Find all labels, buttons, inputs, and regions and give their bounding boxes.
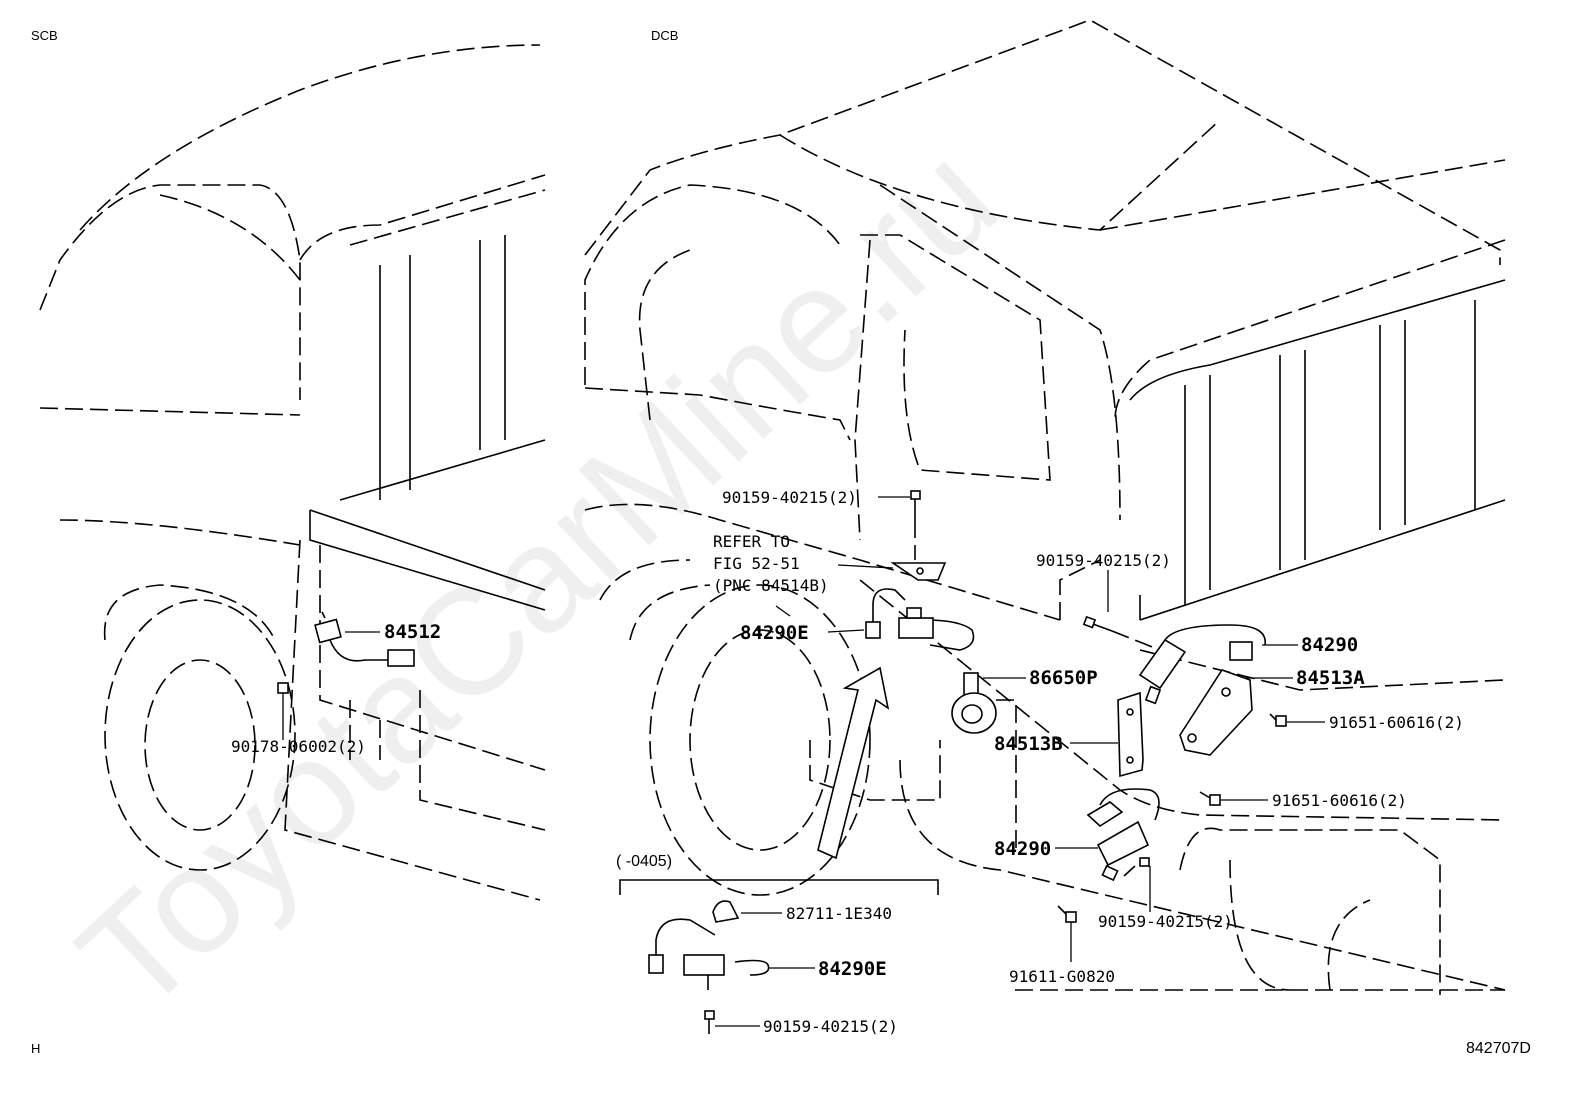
part-84290-upper-sensor — [1138, 624, 1266, 705]
callout-84290e-inset: 84290E — [818, 958, 887, 980]
inset-part-84290e-sensor — [648, 918, 770, 990]
part-90159-bolt-right — [1082, 615, 1161, 651]
callout-84513a: 84513A — [1296, 667, 1365, 689]
part-86650p-horn — [951, 672, 1017, 850]
part-bracket-refer — [890, 562, 947, 581]
callout-84513b: 84513B — [994, 733, 1063, 755]
refer-line-1: REFER TO — [713, 532, 790, 551]
callout-84290-upper: 84290 — [1301, 634, 1358, 656]
part-91651-bolt-b — [1199, 791, 1221, 806]
callout-90159-40215-inset: 90159-40215(2) — [763, 1017, 898, 1036]
direction-arrow — [817, 666, 890, 860]
callout-86650p: 86650P — [1029, 667, 1098, 689]
inset-part-90159-bolt — [704, 1010, 715, 1034]
part-91651-bolt-a — [1269, 713, 1287, 727]
callout-82711-1e340: 82711-1E340 — [786, 904, 892, 923]
callout-84290e: 84290E — [740, 622, 809, 644]
part-84290-lower-sensor — [1086, 788, 1160, 882]
part-91611-bolt — [1057, 905, 1077, 923]
callout-84512: 84512 — [384, 621, 441, 643]
part-90178-nut — [277, 682, 289, 694]
callout-91651-60616-a: 91651-60616(2) — [1329, 713, 1464, 732]
figure-number: 842707D — [1466, 1040, 1531, 1057]
callout-90159-40215-top: 90159-40215(2) — [722, 488, 857, 507]
part-84513a-bracket — [1179, 669, 1253, 756]
inset-bracket — [619, 879, 939, 895]
callout-90159-40215-right: 90159-40215(2) — [1036, 551, 1171, 570]
scb-vehicle-outline — [39, 44, 546, 901]
callout-91651-60616-b: 91651-60616(2) — [1272, 791, 1407, 810]
callout-84290-lower: 84290 — [994, 838, 1051, 860]
variant-label-dcb: DCB — [651, 28, 678, 43]
callout-90178-06002: 90178-06002(2) — [231, 737, 366, 756]
part-84513b-bracket — [1117, 691, 1144, 778]
refer-line-2: FIG 52-51 — [713, 554, 800, 573]
corner-label-h: H — [31, 1041, 40, 1056]
callout-91611-g0820: 91611-G0820 — [1009, 967, 1115, 986]
refer-line-3: (PNC 84514B) — [713, 576, 829, 595]
part-90159-bolt-top — [910, 490, 921, 560]
variant-label-scb: SCB — [31, 28, 58, 43]
inset-range-label: ( -0405) — [616, 853, 672, 870]
part-84290e-sensor — [865, 588, 975, 651]
callout-90159-40215-lower: 90159-40215(2) — [1098, 912, 1233, 931]
dcb-vehicle-outline — [584, 19, 1506, 995]
part-84512-switch — [314, 611, 415, 667]
inset-part-82711-clamp — [712, 900, 740, 923]
part-90159-bolt-lower — [1123, 857, 1150, 877]
